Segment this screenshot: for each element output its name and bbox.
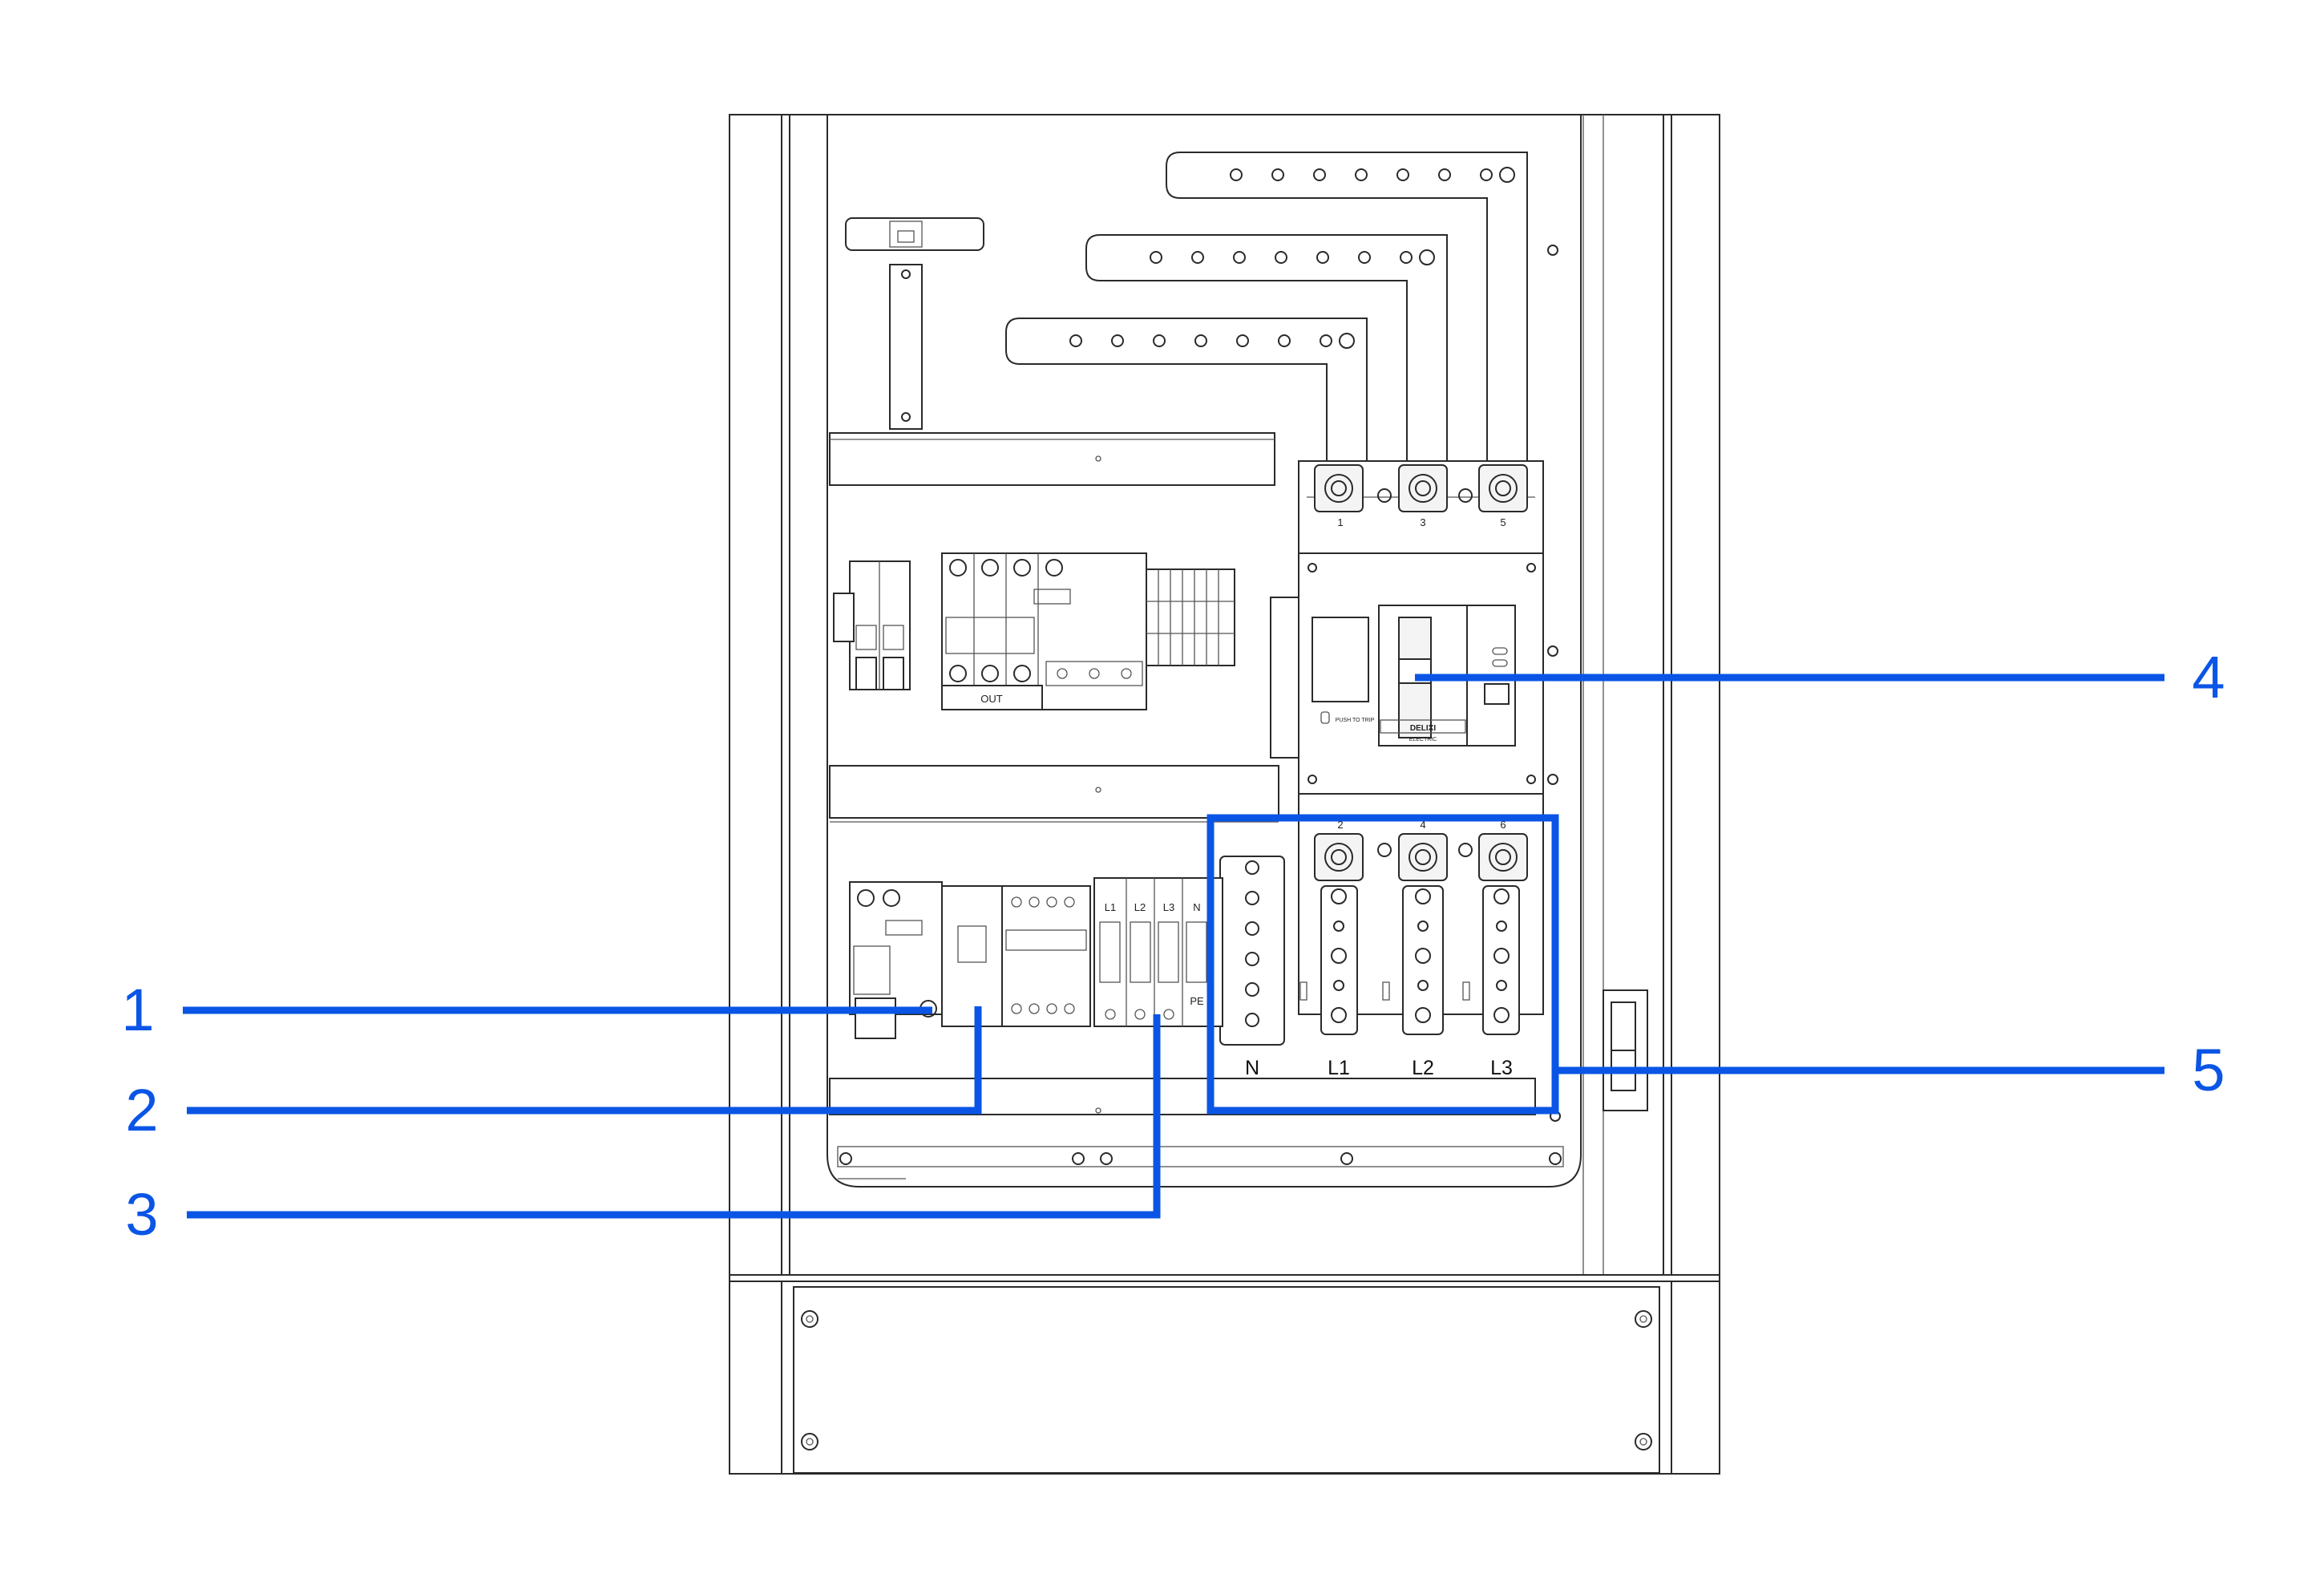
out-label: OUT	[980, 693, 1003, 705]
bus-label-n: N	[1245, 1057, 1259, 1079]
callout-4-number: 4	[2192, 644, 2225, 710]
busbar-top	[1005, 152, 1528, 462]
upper-din-components: OUT	[833, 552, 1235, 710]
breaker-bottom-terminals	[1314, 833, 1528, 881]
callout-3-leader	[187, 1014, 1161, 1219]
bus-label-l3: L3	[1490, 1057, 1513, 1079]
busbar-holes	[1069, 167, 1515, 349]
breaker-brand-sub: ELECTRIC	[1409, 737, 1437, 742]
lower-din-components: L1 L2 L3 N PE	[849, 877, 1223, 1039]
output-busbar-holes	[1245, 860, 1510, 1027]
breaker-terminal-3: 3	[1420, 516, 1425, 528]
callout-1-number: 1	[121, 977, 154, 1043]
breaker-terminal-2: 2	[1337, 819, 1343, 831]
pe-label: PE	[1190, 995, 1204, 1007]
callout-5-number: 5	[2192, 1037, 2225, 1103]
push-to-trip-label: PUSH TO TRIP	[1336, 718, 1375, 723]
breaker-terminal-5: 5	[1500, 516, 1506, 528]
breaker-top-terminals	[1314, 464, 1528, 512]
bus-label-l2: L2	[1412, 1057, 1434, 1079]
door-latch	[1603, 989, 1648, 1111]
callout-2-number: 2	[125, 1077, 158, 1143]
callout-5-box	[1206, 814, 2164, 1115]
bus-label-l1: L1	[1328, 1057, 1350, 1079]
breaker-terminal-4: 4	[1420, 819, 1425, 831]
spd-label-l2: L2	[1134, 901, 1146, 913]
cabinet-frame	[729, 114, 1720, 1475]
breaker-terminal-6: 6	[1500, 819, 1506, 831]
spd-label-l3: L3	[1163, 901, 1174, 913]
breaker-brand: DELIXI	[1410, 724, 1436, 733]
mounting-bracket	[845, 217, 984, 430]
spd-label-l1: L1	[1105, 901, 1116, 913]
breaker-terminal-1: 1	[1337, 516, 1343, 528]
callout-3-number: 3	[125, 1181, 158, 1248]
spd-label-n: N	[1193, 901, 1200, 913]
frame-screws	[839, 245, 1562, 1165]
callout-2-leader	[187, 1006, 982, 1115]
